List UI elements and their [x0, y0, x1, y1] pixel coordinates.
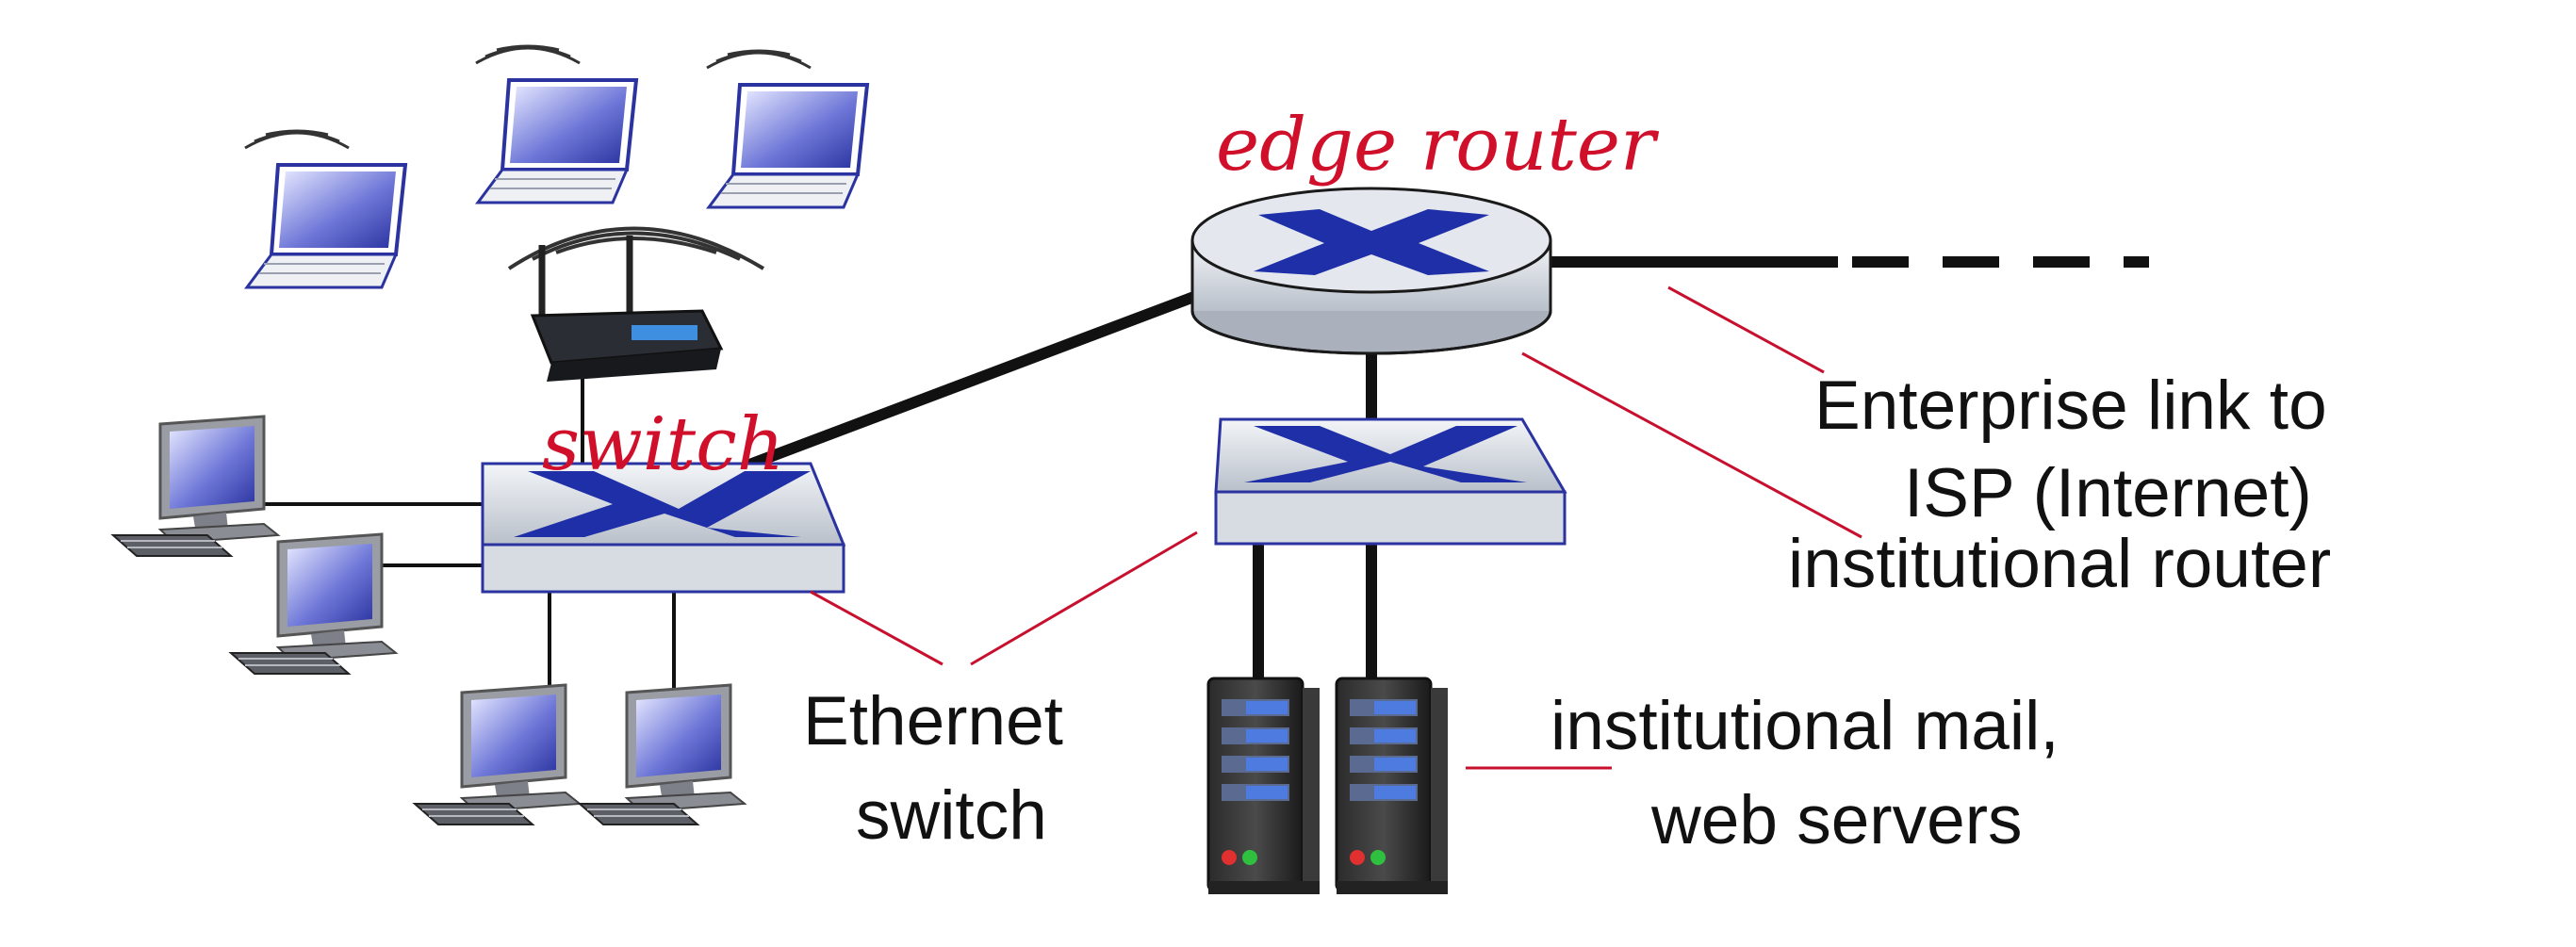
edge-router-handwritten-label: edge router — [1216, 103, 1660, 188]
desktop-computer-icon — [413, 683, 582, 826]
desktop-computer-icon — [578, 683, 747, 826]
laptop-icon — [705, 49, 869, 209]
server-icon — [1206, 677, 1321, 896]
annotation-lines — [810, 286, 1862, 770]
laptop-icon — [474, 44, 638, 204]
router-icon — [1190, 187, 1552, 355]
institutional-router-label: institutional router — [1788, 526, 2331, 602]
enterprise-link-label-line1: Enterprise link to — [1814, 367, 2327, 444]
institutional-router-icon — [1214, 417, 1567, 546]
wireless-router-icon — [507, 226, 765, 382]
link-switch-to-router — [742, 286, 1209, 472]
network-links — [254, 256, 2149, 693]
ethernet-switch-label-line2: switch — [856, 777, 1047, 854]
server-icon — [1335, 677, 1450, 896]
desktop-computer-icon — [111, 415, 280, 558]
ethernet-switch-label-line1: Ethernet — [803, 683, 1063, 759]
ethernet-switch-icon — [481, 462, 846, 594]
enterprise-link-label-line2: ISP (Internet) — [1904, 455, 2312, 531]
switch-handwritten-label: switch — [542, 402, 784, 487]
servers-label-line2: web servers — [1650, 782, 2023, 858]
desktop-computer-icon — [229, 532, 398, 676]
laptop-icon — [243, 129, 407, 289]
servers-label-line1: institutional mail, — [1551, 688, 2059, 764]
